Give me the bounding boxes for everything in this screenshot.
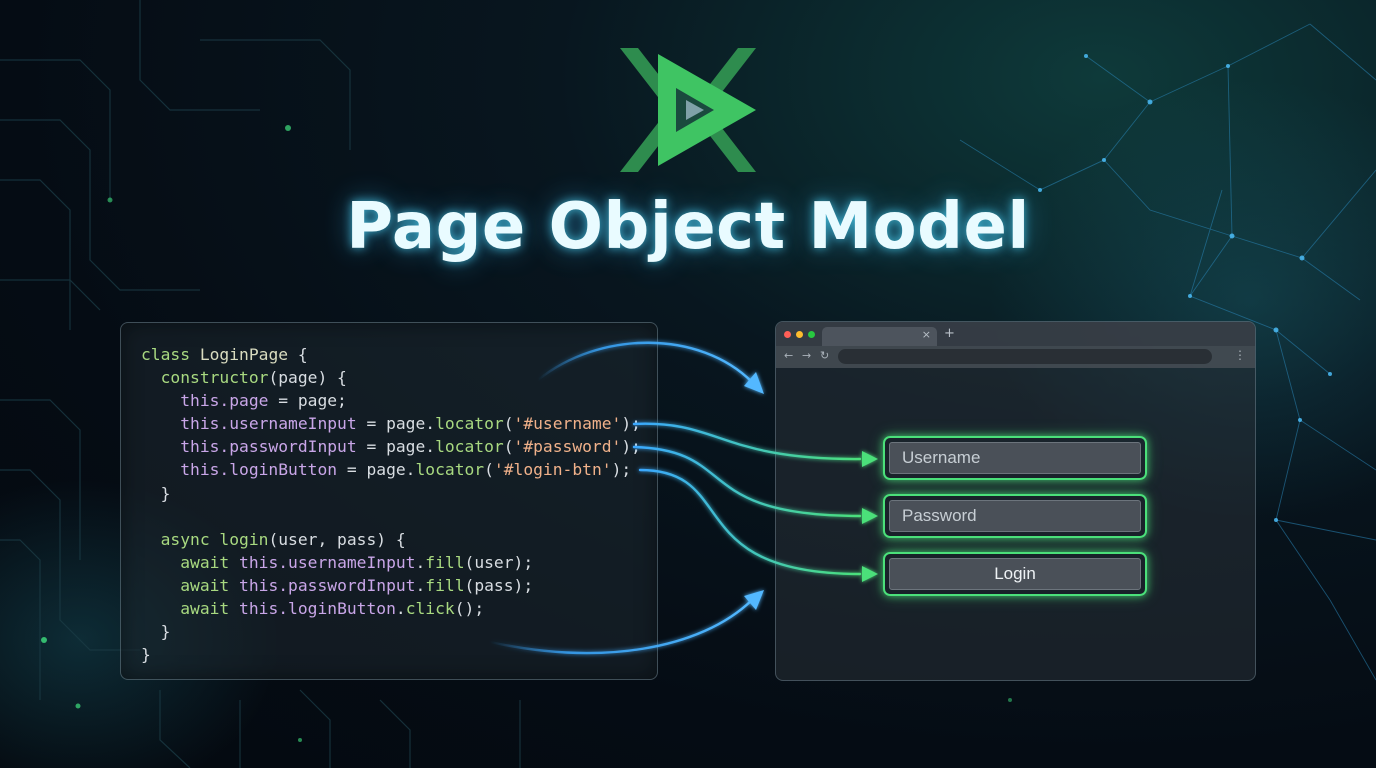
maximize-window-icon[interactable]	[808, 331, 815, 338]
code-token: ();	[454, 599, 485, 619]
browser-tab[interactable]: ×	[822, 327, 937, 346]
code-token: .usernameInput	[278, 552, 416, 572]
code-token: locator	[435, 414, 504, 434]
code-token: locator	[435, 437, 504, 457]
minimize-window-icon[interactable]	[796, 331, 803, 338]
code-token: (	[484, 460, 494, 480]
reload-icon[interactable]: ↻	[820, 349, 830, 362]
code-token: '#login-btn'	[493, 460, 612, 480]
code-token: this	[239, 552, 279, 572]
browser-menu-icon[interactable]: ⋮	[1234, 348, 1246, 362]
code-token: = page.	[337, 460, 416, 480]
new-tab-icon[interactable]: +	[944, 326, 955, 341]
code-token: this	[141, 437, 220, 457]
code-line: }	[141, 620, 657, 643]
code-token: async	[141, 529, 220, 549]
code-token: this	[141, 460, 220, 480]
code-token: await	[141, 575, 240, 595]
code-token: constructor	[141, 368, 269, 388]
code-token: '#username'	[513, 414, 622, 434]
code-line: async login(user, pass) {	[141, 528, 657, 551]
code-token: locator	[415, 460, 485, 480]
code-token: LoginPage	[199, 345, 289, 364]
username-field: Username	[883, 436, 1147, 480]
code-line: class LoginPage {	[141, 343, 657, 366]
code-line: await this.passwordInput.fill(pass);	[141, 574, 657, 597]
code-token: this	[239, 575, 279, 595]
code-token: .passwordInput	[278, 575, 416, 595]
code-token: fill	[425, 575, 465, 595]
forward-icon[interactable]: →	[802, 349, 812, 362]
code-line: this.page = page;	[141, 389, 657, 412]
code-token: this	[141, 414, 220, 434]
code-token: );	[611, 460, 632, 480]
browser-window: × + ← → ↻ ⋮ Username Password Login	[775, 321, 1256, 681]
password-field: Password	[883, 494, 1147, 538]
code-token: '#password'	[513, 437, 622, 457]
code-token: = page.	[356, 414, 436, 434]
code-token: );	[621, 414, 641, 434]
code-token: click	[405, 599, 455, 619]
code-line: }	[141, 643, 657, 666]
code-token: = page;	[268, 391, 347, 411]
code-token: .usernameInput	[219, 414, 357, 434]
code-token: {	[288, 345, 308, 364]
code-token: this	[141, 391, 220, 411]
close-tab-icon[interactable]: ×	[921, 328, 931, 341]
code-token: (user, pass) {	[268, 529, 406, 549]
code-token: this	[239, 599, 279, 619]
code-token: (user);	[464, 552, 534, 572]
code-line: this.passwordInput = page.locator('#pass…	[141, 435, 657, 458]
address-bar[interactable]	[838, 349, 1212, 364]
code-line: }	[141, 482, 657, 505]
back-icon[interactable]: ←	[784, 349, 794, 362]
code-panel: class LoginPage { constructor(page) { th…	[120, 322, 658, 680]
code-token: (	[503, 437, 514, 457]
code-line: await this.loginButton.click();	[141, 597, 657, 620]
code-block: class LoginPage { constructor(page) { th…	[141, 343, 657, 666]
code-token: }	[141, 483, 171, 503]
code-token: login	[219, 529, 269, 549]
code-token: await	[141, 552, 240, 572]
code-line: await this.usernameInput.fill(user);	[141, 551, 657, 574]
code-token: .page	[219, 391, 269, 411]
code-token: }	[141, 622, 171, 642]
code-token: .	[415, 552, 426, 572]
code-line: constructor(page) {	[141, 366, 657, 389]
code-token: = page.	[356, 437, 436, 457]
code-line: this.usernameInput = page.locator('#user…	[141, 412, 657, 435]
code-token: );	[621, 437, 641, 457]
code-token: .loginButton	[219, 460, 338, 480]
close-window-icon[interactable]	[784, 331, 791, 338]
code-token: (pass);	[464, 575, 534, 595]
code-line: this.loginButton = page.locator('#login-…	[141, 458, 657, 481]
code-token: await	[141, 599, 240, 619]
login-button-frame: Login	[883, 552, 1147, 596]
code-token: (page) {	[268, 368, 347, 388]
code-token: (	[503, 414, 514, 434]
code-token: .	[415, 575, 426, 595]
login-button[interactable]: Login	[889, 558, 1141, 590]
browser-tab-bar: × +	[776, 322, 1255, 346]
code-token: class	[141, 345, 200, 364]
code-token: .	[395, 599, 406, 619]
code-token: .loginButton	[278, 599, 396, 619]
code-token: .passwordInput	[219, 437, 357, 457]
code-line	[141, 505, 657, 528]
username-input[interactable]: Username	[889, 442, 1141, 474]
code-token: }	[141, 645, 151, 665]
password-input[interactable]: Password	[889, 500, 1141, 532]
browser-nav-bar: ← → ↻ ⋮	[776, 346, 1255, 368]
code-token: fill	[425, 552, 465, 572]
playwright-logo-icon	[620, 48, 756, 172]
page-title: Page Object Model	[346, 190, 1030, 264]
